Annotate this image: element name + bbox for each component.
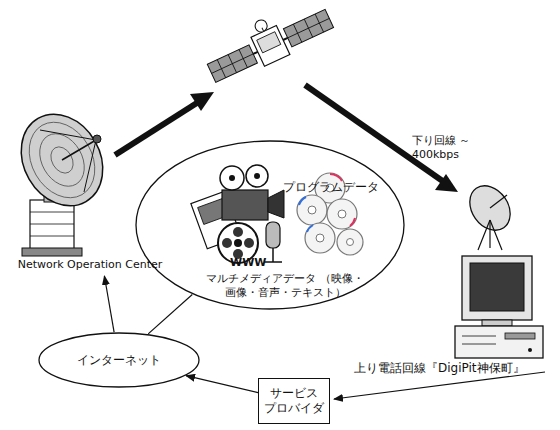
ground-station-dish [5, 99, 119, 256]
media-icons-part [254, 173, 260, 179]
receiver-pc-part [462, 344, 496, 345]
media-icons-part [229, 175, 235, 181]
ground-station-dish-part [93, 135, 101, 143]
content-ellipse: プログラムデータ WWW マルチメディアデータ （映像・画像・音声・テキスト） [135, 140, 405, 310]
media-icons-part [337, 229, 363, 255]
receiver-pc-part [490, 195, 507, 208]
provider-box: サービス プロバイダ [258, 378, 330, 424]
node-text: サービス プロバイダ [261, 386, 327, 416]
broadcast-arrow-part [115, 101, 200, 155]
satellite-illustration-part [207, 45, 257, 83]
ground-station-dish-part [30, 236, 74, 237]
ground-station-dish-part [5, 99, 119, 220]
broadcast-arrow [115, 85, 458, 192]
broadcast-arrow-part [190, 92, 214, 111]
station-node: Network Operation Center [5, 110, 175, 276]
flow-arrow [104, 276, 114, 332]
satellite-illustration-part [253, 18, 269, 34]
phone-line-arrow [334, 372, 545, 399]
media-icons-part [338, 210, 346, 218]
media-icons-part [268, 190, 284, 218]
link-line [148, 295, 192, 334]
ground-station-dish-part [30, 200, 74, 252]
node-text: インターネット [77, 353, 161, 368]
satellite-illustration-part [262, 28, 264, 32]
ellipse-outline [39, 333, 199, 387]
ground-station-dish-part [62, 140, 96, 160]
media-icons-part [246, 165, 268, 187]
receiver-pc-part [490, 220, 502, 250]
flow-arrow [186, 376, 258, 393]
media-icons-part [222, 190, 268, 220]
media-icons-part [316, 234, 324, 242]
satellite-illustration-part [283, 9, 333, 47]
media-icons-part [272, 248, 274, 262]
media-icons-part [222, 238, 232, 248]
satellite-illustration-part [212, 54, 254, 73]
receiver-pc-part [462, 336, 496, 337]
ground-station-dish-part [30, 212, 74, 213]
node-text: マルチメディアデータ （映像・画像・音声・テキスト） [195, 272, 375, 300]
satellite-illustration-part [257, 32, 281, 53]
media-icons-part [330, 174, 342, 181]
link-speed-label: 下り回線 ～400kbps [412, 134, 484, 162]
receiver-pc-part [489, 220, 490, 248]
satellite-illustration-part [251, 25, 290, 66]
receiver-pc-part [462, 256, 532, 320]
receiver-pc [455, 178, 543, 358]
media-icons-part [327, 199, 357, 229]
media-icons-part [244, 238, 254, 248]
ground-station-dish-part [22, 248, 82, 256]
media-icons-part [305, 223, 335, 253]
media-icons-part [297, 195, 327, 225]
media-icons-part [347, 239, 354, 246]
media-icons-part [266, 222, 280, 248]
receiver-pc-part [470, 263, 524, 311]
broadcast-arrow-part [435, 174, 458, 192]
media-icons-part [264, 261, 282, 263]
media-icons-part [350, 218, 355, 226]
satellite-illustration-part [253, 52, 258, 54]
phone-line-arrow-part [334, 372, 545, 399]
receiver-pc-part [478, 220, 490, 250]
media-icons-part [307, 225, 313, 232]
media-icons-part [234, 239, 242, 247]
media-icons-part [299, 197, 306, 205]
media-icons-part [220, 166, 244, 190]
media-icons-part [308, 206, 316, 214]
media-icons [191, 165, 363, 263]
node-text: WWW [230, 256, 270, 270]
satellite-illustration-part [283, 38, 288, 40]
ground-station-dish-part [84, 140, 96, 192]
node-text: プログラムデータ [283, 180, 393, 195]
node-text: Network Operation Center [5, 258, 175, 272]
internet-ellipse: インターネット [38, 332, 200, 388]
satellite-illustration [200, 0, 336, 88]
receiver-pc-part [528, 348, 532, 352]
ellipse-outline [136, 141, 404, 309]
receiver-pc-part [505, 333, 535, 339]
phone-line-label: 上り電話回線『DigiPit神保町』 [354, 361, 525, 376]
ground-station-dish-part [40, 130, 96, 140]
satellite-illustration-part [288, 18, 330, 37]
receiver-pc-part [455, 326, 543, 358]
media-icons-part [233, 227, 243, 237]
ground-station-dish-part [16, 110, 108, 209]
ground-station-dish-part [30, 224, 74, 225]
broadcast-arrow-part [305, 85, 444, 182]
receiver-pc-part [482, 320, 512, 326]
